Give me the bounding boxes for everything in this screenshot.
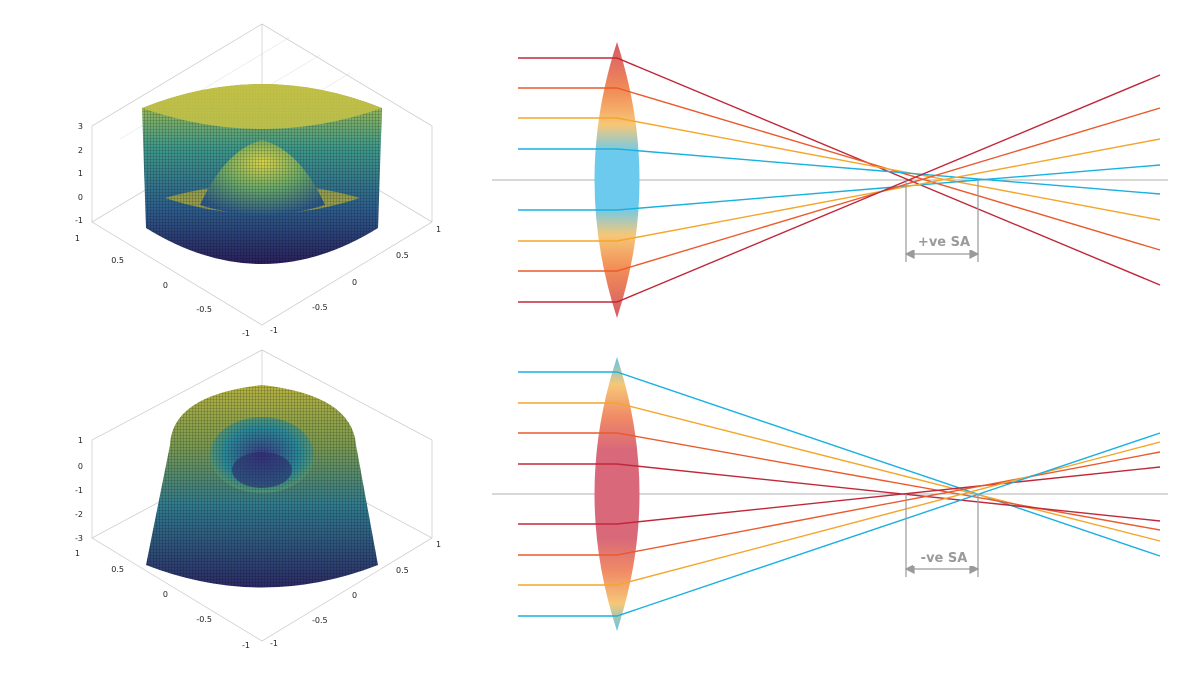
- z-tick: 3: [78, 122, 83, 131]
- y-tick: 0: [352, 278, 357, 287]
- surface-plot-top: 3 2 1 0 -1 1 0.5 0 -0.5 -1 1 0.5 0 -0.5 …: [75, 23, 441, 338]
- ray-group: [518, 371, 1161, 617]
- z-tick: 1: [78, 169, 83, 178]
- left-axis-ticks-bottom: 1 0.5 0 -0.5 -1: [75, 549, 250, 650]
- sa-label: +ve SA: [918, 235, 970, 250]
- z-tick: -1: [75, 216, 83, 225]
- z-tick: -1: [75, 486, 83, 495]
- x-tick: 0.5: [111, 256, 124, 265]
- surface-plot-bottom: 1 0 -1 -2 -3 1 0.5 0 -0.5 -1 1 0.5 0 -0.…: [75, 349, 441, 650]
- light-ray: [518, 57, 1161, 286]
- y-tick: 1: [436, 225, 441, 234]
- convex-lens: [594, 357, 640, 631]
- x-tick: 1: [75, 549, 80, 558]
- z-tick: 0: [78, 193, 83, 202]
- x-tick: 0: [163, 281, 168, 290]
- light-ray: [518, 117, 1161, 221]
- x-tick: -1: [242, 641, 250, 650]
- y-tick: -0.5: [312, 303, 328, 312]
- light-ray: [518, 402, 1161, 542]
- y-tick: -1: [270, 326, 278, 335]
- z-tick: -2: [75, 510, 83, 519]
- bowl-rim: [142, 84, 382, 129]
- light-ray: [518, 463, 1161, 522]
- x-tick: -1: [242, 329, 250, 338]
- left-axis-ticks-top: 1 0.5 0 -0.5 -1: [75, 234, 250, 338]
- x-tick: 0: [163, 590, 168, 599]
- lens-diagram-negative-sa: -ve SA: [492, 357, 1168, 631]
- y-tick: -1: [270, 639, 278, 648]
- lens-diagram-positive-sa: +ve SA: [492, 42, 1168, 318]
- x-tick: 0.5: [111, 565, 124, 574]
- light-ray: [518, 148, 1161, 195]
- right-axis-ticks-top: 1 0.5 0 -0.5 -1: [270, 225, 441, 335]
- z-tick: 0: [78, 462, 83, 471]
- light-ray: [518, 138, 1161, 242]
- x-tick: -0.5: [196, 615, 212, 624]
- x-tick: -0.5: [196, 305, 212, 314]
- convex-lens: [594, 42, 640, 318]
- z-tick: -3: [75, 534, 83, 543]
- light-ray: [518, 432, 1161, 531]
- z-tick: 2: [78, 146, 83, 155]
- z-axis-ticks-bottom: 1 0 -1 -2 -3: [75, 436, 83, 543]
- right-axis-ticks-bottom: 1 0.5 0 -0.5 -1: [270, 540, 441, 648]
- y-tick: 0.5: [396, 251, 409, 260]
- y-tick: -0.5: [312, 616, 328, 625]
- ray-group: [518, 57, 1161, 303]
- light-ray: [518, 441, 1161, 586]
- light-ray: [518, 432, 1161, 617]
- light-ray: [518, 107, 1161, 272]
- sa-label: -ve SA: [921, 551, 968, 566]
- sa-dimension-marker: [904, 180, 980, 262]
- z-tick: 1: [78, 436, 83, 445]
- x-tick: 1: [75, 234, 80, 243]
- light-ray: [518, 87, 1161, 251]
- sa-dimension-marker: [904, 494, 980, 577]
- y-tick: 1: [436, 540, 441, 549]
- y-tick: 0.5: [396, 566, 409, 575]
- light-ray: [518, 164, 1161, 211]
- light-ray: [518, 451, 1161, 556]
- y-tick: 0: [352, 591, 357, 600]
- light-ray: [518, 74, 1161, 303]
- z-axis-ticks-top: 3 2 1 0 -1: [75, 122, 83, 225]
